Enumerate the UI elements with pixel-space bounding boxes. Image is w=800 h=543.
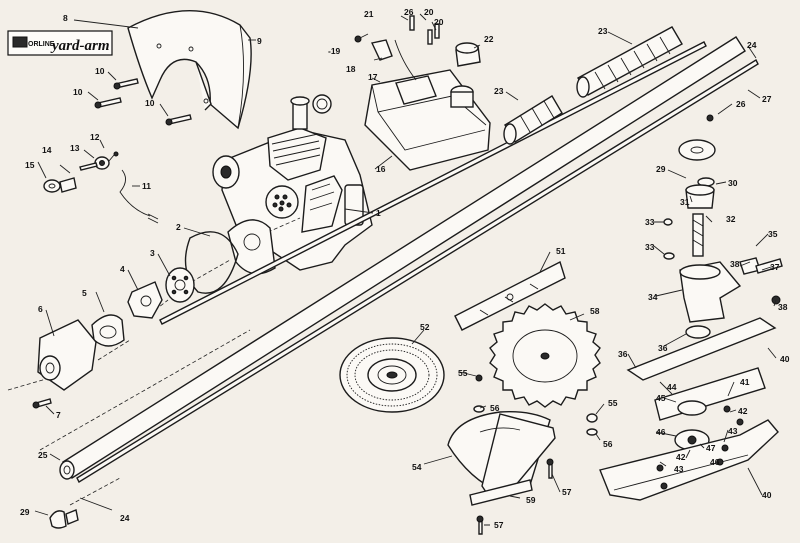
callout-30: 30: [728, 178, 738, 188]
callout-42: 42: [676, 452, 686, 462]
callout-57: 57: [494, 520, 504, 530]
callout-25: 25: [38, 450, 48, 460]
callout-56: 56: [603, 439, 613, 449]
guard-screws: [94, 78, 192, 126]
logo-brand-small: ORLINE: [28, 41, 55, 48]
callout-42: 42: [738, 406, 748, 416]
small-hardware: [473, 374, 598, 535]
callout-41: 41: [740, 377, 750, 387]
callout-33: 33: [645, 217, 655, 227]
callout-4: 4: [120, 264, 125, 274]
callout-58: 58: [590, 306, 600, 316]
callout-47: 47: [706, 443, 716, 453]
callout-numbers: 8 9 10 10 10 12 13 14 15 11 2 3 4 5 6 7 …: [20, 7, 790, 530]
callout-33: 33: [645, 242, 655, 252]
callout-57: 57: [562, 487, 572, 497]
callout-16: 16: [376, 164, 386, 174]
callout-54: 54: [412, 462, 422, 472]
callout-10: 10: [145, 98, 155, 108]
callout-19: -19: [328, 46, 341, 56]
callout-8: 8: [63, 13, 68, 23]
callout-15: 15: [25, 160, 35, 170]
wire-brush-part: [339, 337, 445, 413]
callout-20: 20: [424, 7, 434, 17]
callout-40: 40: [780, 354, 790, 364]
callout-24: 24: [747, 40, 757, 50]
callout-13: 13: [70, 143, 80, 153]
callout-17: 17: [368, 72, 378, 82]
callout-45: 45: [656, 393, 666, 403]
callout-11: 11: [142, 181, 151, 191]
callout-37: 37: [770, 262, 780, 272]
throttle-parts: [43, 151, 159, 224]
callout-56: 56: [490, 403, 500, 413]
saw-blade-part: [489, 303, 601, 408]
callout-52: 52: [420, 322, 430, 332]
callout-23: 23: [494, 86, 504, 96]
callout-24: 24: [120, 513, 130, 523]
logo-brand-big: yard-arm: [50, 38, 110, 54]
callout-38: 38: [778, 302, 788, 312]
callout-32: 32: [726, 214, 736, 224]
fuel-tank-part: [354, 15, 491, 171]
callout-5: 5: [82, 288, 87, 298]
callout-26: 26: [736, 99, 746, 109]
callout-55: 55: [608, 398, 618, 408]
callout-2: 2: [176, 222, 181, 232]
callout-36: 36: [658, 343, 668, 353]
knife-blade-part: [454, 260, 566, 331]
callout-51: 51: [556, 246, 566, 256]
fuel-cap-part: [455, 42, 481, 67]
crankshaft-axis: [7, 217, 301, 391]
callout-29: 29: [656, 164, 666, 174]
callout-10: 10: [73, 87, 83, 97]
callout-18: 18: [346, 64, 356, 74]
callout-20: 20: [434, 17, 444, 27]
callout-9: 9: [257, 36, 262, 46]
callout-40: 40: [762, 490, 772, 500]
callout-38: 38: [730, 259, 740, 269]
callout-23: 23: [598, 26, 608, 36]
clutch-stack-parts: [32, 219, 276, 409]
callout-46: 46: [710, 457, 720, 467]
callout-43: 43: [728, 426, 738, 436]
blade-guard-part: [127, 10, 252, 130]
callout-1: 1: [376, 208, 381, 218]
callout-46: 46: [656, 427, 666, 437]
brush-guard-part: [447, 410, 556, 506]
callout-44: 44: [667, 382, 677, 392]
callout-35: 35: [768, 229, 778, 239]
callout-55: 55: [458, 368, 468, 378]
callout-43: 43: [674, 464, 684, 474]
callout-22: 22: [484, 34, 494, 44]
drive-shaft-tubes: [39, 36, 759, 529]
callout-27: 27: [762, 94, 772, 104]
callout-10: 10: [95, 66, 105, 76]
callout-21: 21: [364, 9, 374, 19]
callout-36: 36: [618, 349, 628, 359]
callout-leader-lines: [34, 13, 777, 526]
callout-3: 3: [150, 248, 155, 258]
callout-6: 6: [38, 304, 43, 314]
callout-34: 34: [648, 292, 658, 302]
callout-31: 31: [680, 197, 690, 207]
callout-14: 14: [42, 145, 52, 155]
callout-29: 29: [20, 507, 30, 517]
blade-mount-parts: [599, 317, 779, 501]
handle-grip-parts: [503, 26, 683, 145]
callout-7: 7: [56, 410, 61, 420]
callout-12: 12: [90, 132, 100, 142]
callout-26: 26: [404, 7, 414, 17]
brand-logo: ORLINE yard-arm: [7, 30, 113, 56]
callout-59: 59: [526, 495, 536, 505]
gear-head-parts: [634, 114, 783, 377]
